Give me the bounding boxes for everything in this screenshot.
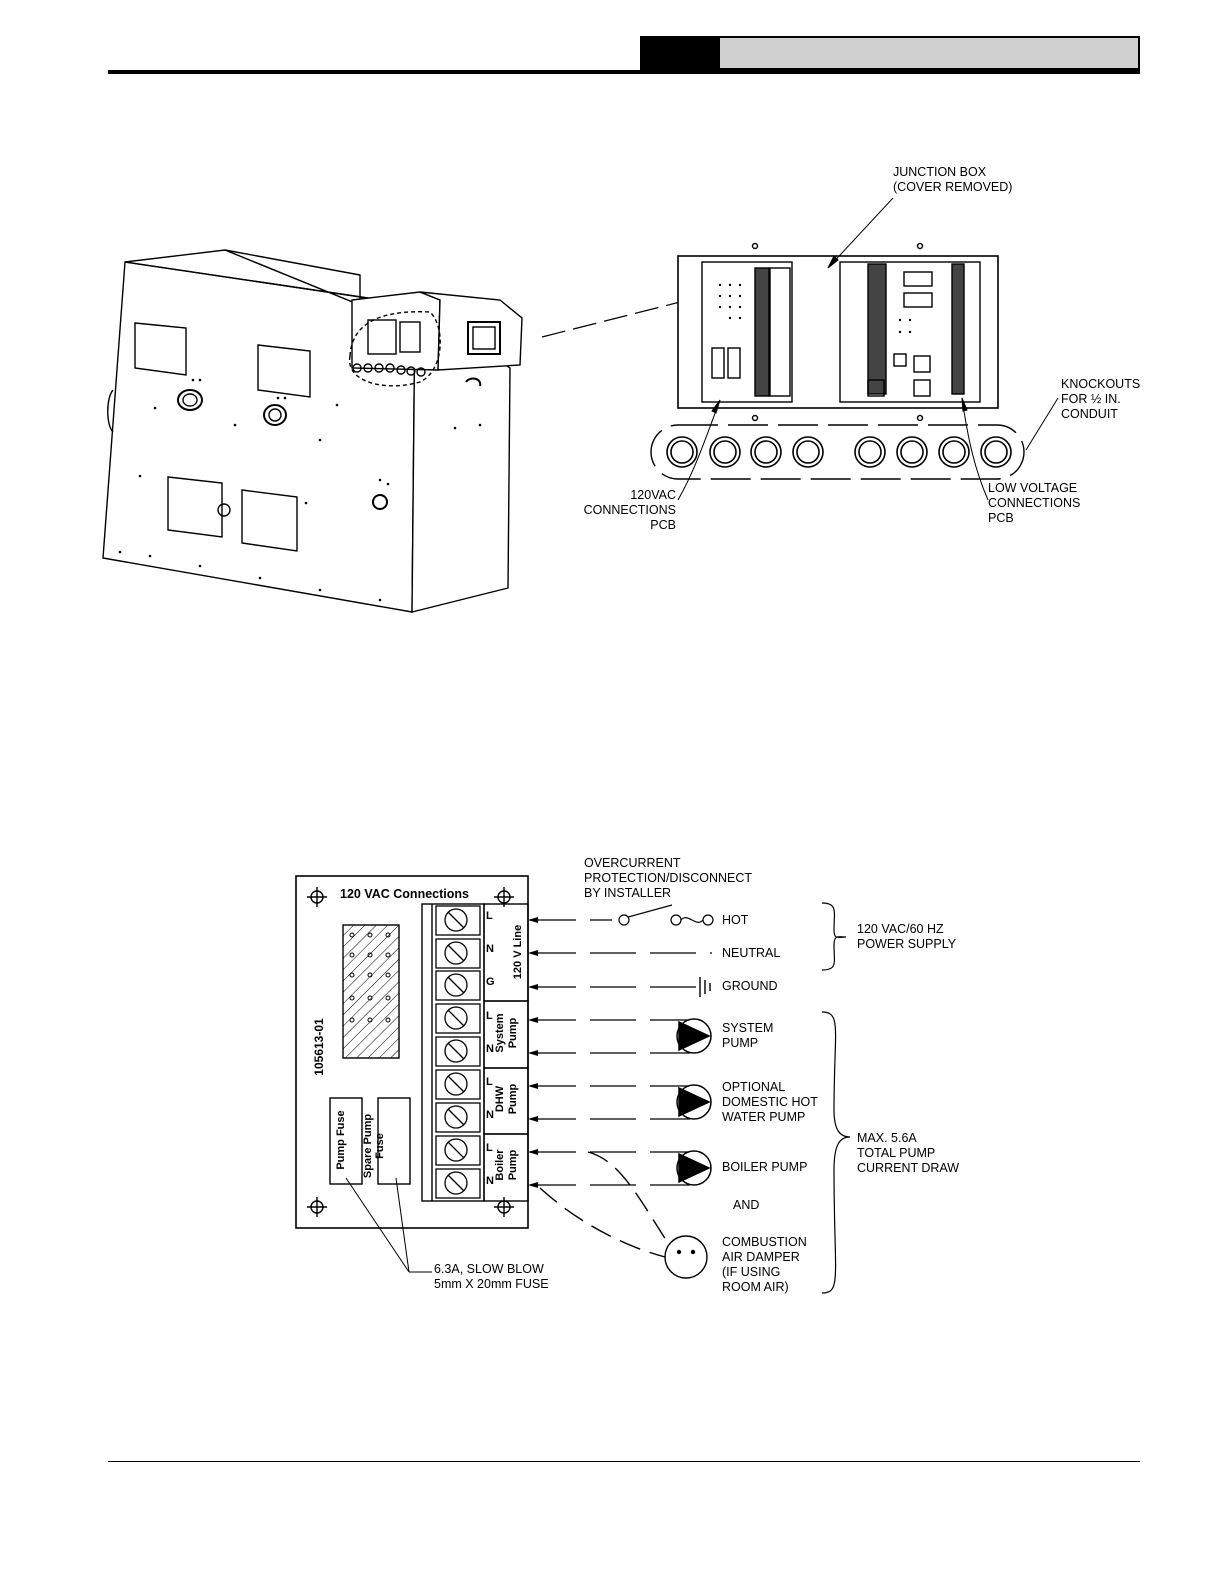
pump-symbols bbox=[676, 1018, 712, 1186]
lv-pcb-small bbox=[839, 261, 981, 403]
terminal-screws bbox=[435, 905, 481, 1199]
disconnect-switch bbox=[618, 904, 714, 926]
header-section-box bbox=[640, 36, 720, 70]
damper-symbol bbox=[539, 1151, 708, 1279]
panel-lower-mid bbox=[241, 489, 298, 552]
system-group-label: System Pump bbox=[494, 998, 520, 1068]
boiler-group-label: Boiler Pump bbox=[494, 1130, 520, 1200]
wiring-diagram bbox=[295, 875, 851, 1294]
and-label: AND bbox=[733, 1198, 760, 1212]
fuse-spec-callout: 6.3A, SLOW BLOW 5mm X 20mm FUSE bbox=[434, 1262, 549, 1291]
neutral-label: NEUTRAL bbox=[722, 946, 781, 960]
terminal-letter: N bbox=[486, 1175, 494, 1187]
header-rule bbox=[108, 70, 1140, 74]
overcurrent-callout: OVERCURRENT PROTECTION/DISCONNECT BY INS… bbox=[584, 856, 753, 900]
terminal-letter: N bbox=[486, 943, 494, 955]
terminal-letter: L bbox=[486, 1142, 493, 1154]
panel-lower-left bbox=[167, 476, 223, 538]
dhw-group-line2: Pump bbox=[507, 1083, 519, 1115]
dhw-pump-label: OPTIONAL DOMESTIC HOT WATER PUMP bbox=[722, 1080, 818, 1124]
terminal-letter: N bbox=[486, 1043, 494, 1055]
vac-pcb-small bbox=[701, 261, 793, 403]
footer-rule bbox=[108, 1461, 1140, 1462]
dhw-group-label: DHW Pump bbox=[494, 1064, 520, 1134]
board-title: 120 VAC Connections bbox=[340, 887, 469, 901]
system-group-line2: Pump bbox=[507, 1017, 519, 1049]
panel-upper-left bbox=[134, 322, 187, 376]
terminal-letter: L bbox=[486, 1010, 493, 1022]
power-supply-callout: 120 VAC/60 HZ POWER SUPPLY bbox=[857, 922, 957, 951]
ground-label: GROUND bbox=[722, 979, 778, 993]
spare-pump-fuse bbox=[377, 1097, 411, 1185]
ground-symbol bbox=[699, 977, 711, 997]
junction-box-callout: JUNCTION BOX (COVER REMOVED) bbox=[893, 165, 1013, 194]
pump-fuse bbox=[329, 1097, 363, 1185]
low-voltage-pcb-callout: LOW VOLTAGE CONNECTIONS PCB bbox=[988, 481, 1081, 525]
part-number: 105613-01 bbox=[312, 1018, 326, 1076]
panel-upper-mid bbox=[257, 344, 311, 398]
max-draw-callout: MAX. 5.6A TOTAL PUMP CURRENT DRAW bbox=[857, 1131, 960, 1175]
system-pump-label: SYSTEM PUMP bbox=[722, 1021, 774, 1050]
pump-brace bbox=[821, 1011, 851, 1294]
hot-label: HOT bbox=[722, 913, 749, 927]
knockouts-callout: KNOCKOUTS FOR ½ IN. CONDUIT bbox=[1061, 377, 1141, 421]
vac-pcb-callout: 120VAC CONNECTIONS PCB bbox=[583, 488, 676, 532]
terminal-letter: L bbox=[486, 1076, 493, 1088]
system-group-line1: System bbox=[494, 1013, 506, 1053]
supply-brace bbox=[821, 902, 847, 971]
boiler-group-line2: Pump bbox=[507, 1149, 519, 1181]
damper-label: COMBUSTION AIR DAMPER (IF USING ROOM AIR… bbox=[722, 1235, 807, 1294]
hatched-area bbox=[342, 924, 400, 1059]
line-group-label: 120 V Line bbox=[512, 924, 524, 980]
terminal-letter: N bbox=[486, 1109, 494, 1121]
header-title-box bbox=[718, 36, 1140, 70]
spare-fuse-label: Spare Pump Fuse bbox=[362, 1113, 386, 1179]
pump-fuse-label: Pump Fuse bbox=[335, 1110, 347, 1170]
dhw-group-line1: DHW bbox=[494, 1085, 506, 1113]
cabinet-knockouts bbox=[352, 363, 426, 377]
terminal-letter: L bbox=[486, 910, 493, 922]
vac-terminal-column bbox=[754, 267, 791, 397]
boiler-cabinet-drawing bbox=[102, 249, 681, 613]
boiler-pump-label: BOILER PUMP bbox=[722, 1160, 808, 1174]
junction-box-enlarged bbox=[650, 197, 1059, 501]
boiler-group-line1: Boiler bbox=[494, 1149, 506, 1181]
knockout-strip bbox=[650, 424, 1025, 480]
terminal-letter: G bbox=[486, 976, 495, 988]
